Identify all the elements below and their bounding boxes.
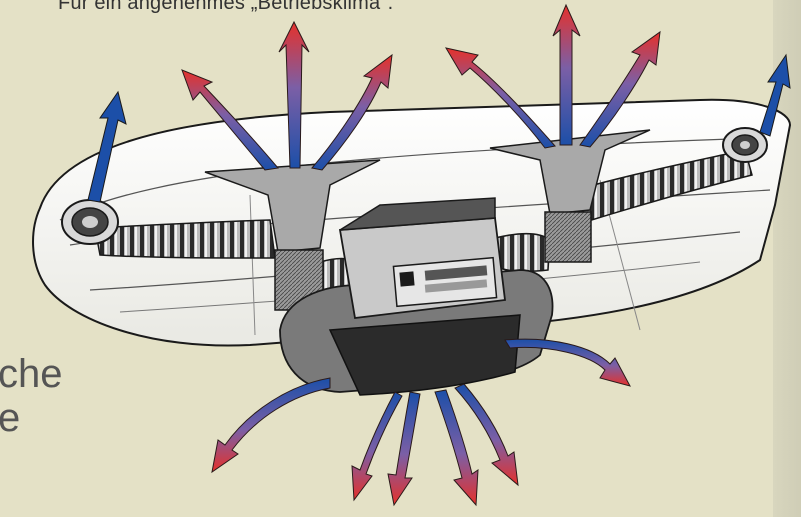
right-air-hose <box>574 149 753 223</box>
right-defroster-funnel <box>489 129 651 263</box>
footwell-airflow-arrows <box>211 338 631 507</box>
page-caption: Für ein angenehmes „Betriebsklima". <box>58 0 394 14</box>
right-defroster-airflow-arrows <box>444 3 661 149</box>
right-round-vent <box>722 127 768 163</box>
left-defroster-airflow-arrows <box>181 20 393 171</box>
side-text-line-2: e <box>0 396 21 440</box>
side-text-line-1: che <box>0 352 63 396</box>
side-vent-airflow-arrows <box>87 53 791 203</box>
heater-control-panel <box>392 256 498 308</box>
left-round-vent <box>61 199 119 245</box>
